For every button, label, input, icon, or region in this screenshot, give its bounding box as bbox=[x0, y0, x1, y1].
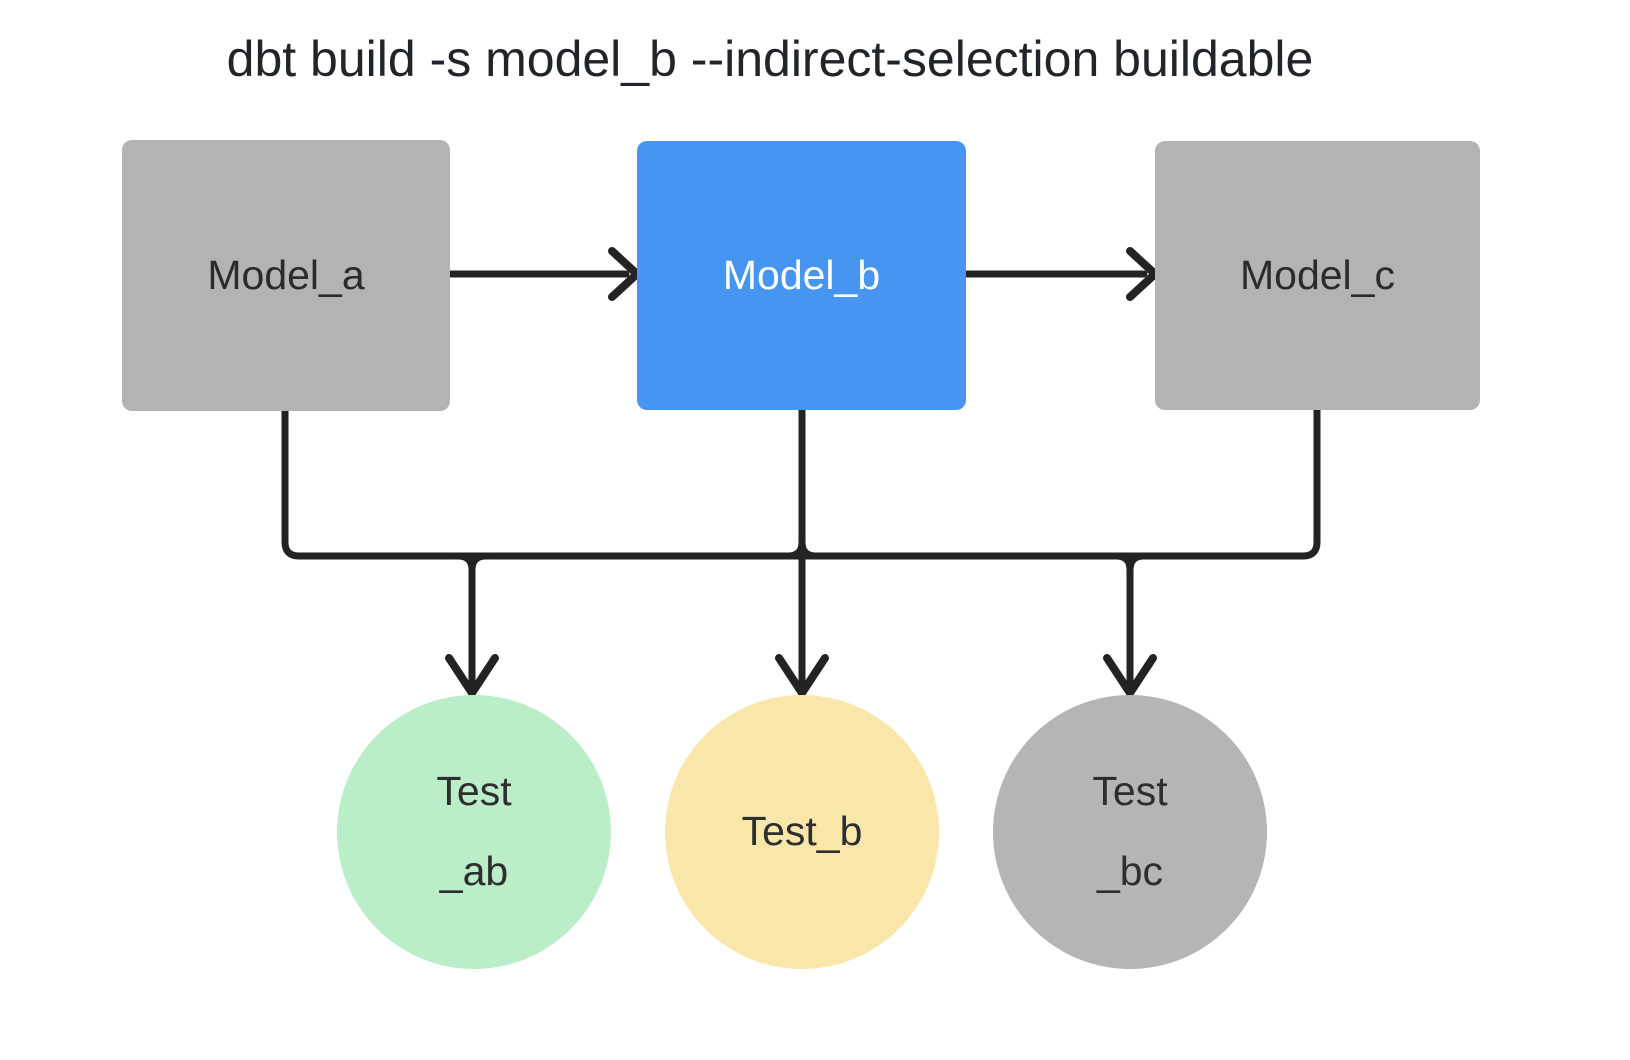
node-test-b: Test_b bbox=[665, 695, 939, 969]
edge-model-b-bus-fillet-right bbox=[798, 538, 820, 560]
node-model-a-label: Model_a bbox=[207, 252, 365, 298]
edge-branch-test-ab-fillet-right bbox=[468, 552, 490, 574]
node-model-a: Model_a bbox=[122, 140, 450, 411]
arrowhead-test-ab-icon bbox=[445, 654, 499, 697]
arrowhead-test-b-icon bbox=[775, 654, 829, 697]
edge-model-a-drop bbox=[281, 407, 303, 560]
arrowhead-test-bc-icon bbox=[1103, 654, 1157, 697]
node-test-ab-label-line2: _ab bbox=[439, 848, 509, 894]
node-model-b-label: Model_b bbox=[722, 252, 881, 298]
node-model-c-label: Model_c bbox=[1240, 252, 1395, 298]
diagram-title: dbt build -s model_b --indirect-selectio… bbox=[226, 31, 1314, 87]
node-test-b-label: Test_b bbox=[741, 808, 863, 855]
node-test-bc-label-line1: Test bbox=[1092, 768, 1168, 815]
node-test-ab: Test _ab bbox=[337, 695, 611, 969]
node-test-bc-label-line2: _bc bbox=[1096, 848, 1164, 894]
node-model-b: Model_b bbox=[637, 141, 966, 410]
node-test-bc: Test _bc bbox=[993, 695, 1267, 969]
edge-model-c-drop bbox=[1299, 406, 1321, 560]
edge-branch-test-bc-fillet-right bbox=[1126, 552, 1148, 574]
node-model-c: Model_c bbox=[1155, 141, 1480, 410]
node-test-ab-label-line1: Test bbox=[436, 768, 512, 815]
